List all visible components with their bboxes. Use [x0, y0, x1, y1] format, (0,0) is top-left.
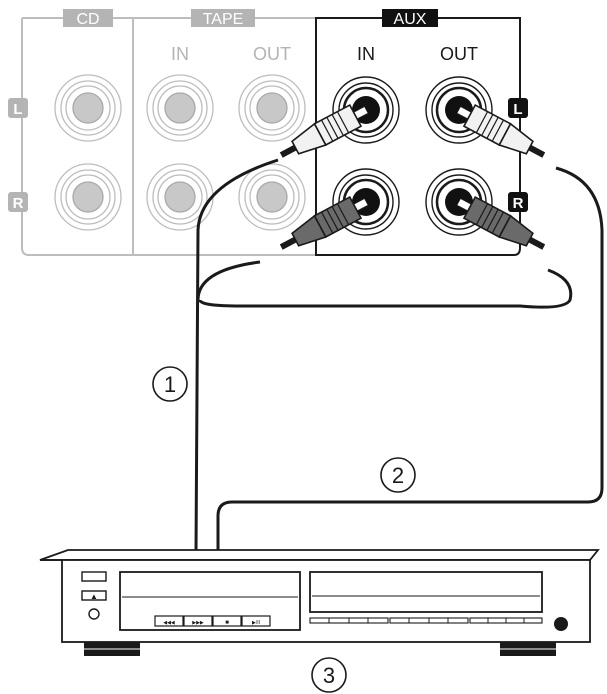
tape-deck: ▲ ◀◀◀ ▶▶▶ ■ ▶/II	[39, 549, 600, 656]
aux-left-badge-text: L	[513, 101, 522, 118]
aux-right-badge-text: R	[513, 195, 524, 212]
callout-1: 1	[152, 366, 188, 402]
stop-button	[212, 615, 242, 627]
aux-section-label: AUX	[382, 9, 438, 28]
cd-right-jack	[54, 163, 122, 231]
eject-icon: ▲	[90, 592, 98, 601]
tape-out-left-jack	[238, 74, 306, 142]
callout-3-text: 3	[323, 663, 335, 688]
cable-1	[194, 158, 279, 553]
cable-2	[198, 166, 604, 552]
cd-section-label: CD	[63, 9, 113, 28]
rewind-icon: ◀◀◀	[163, 620, 175, 626]
aux-right-badge: R	[508, 192, 528, 212]
function-buttons	[309, 617, 543, 624]
aux-out-label: OUT	[440, 44, 478, 64]
callout-2: 2	[380, 457, 416, 493]
rewind-button	[154, 615, 184, 627]
tape-out-right-jack	[238, 163, 306, 231]
fast-forward-button	[183, 615, 213, 627]
right-badge-text: R	[13, 195, 24, 212]
tape-label: TAPE	[203, 11, 244, 28]
tape-in-label: IN	[171, 44, 189, 64]
right-channel-badge: R	[8, 192, 28, 212]
volume-knob	[554, 617, 568, 631]
aux-label: AUX	[394, 11, 427, 28]
stop-icon: ■	[225, 620, 229, 626]
headphone-jack	[88, 608, 100, 620]
power-switch	[81, 571, 107, 582]
tape-out-label: OUT	[253, 44, 291, 64]
cd-left-jack	[54, 74, 122, 142]
left-badge-text: L	[13, 101, 22, 118]
tape-section-label: TAPE	[191, 9, 255, 28]
callout-3: 3	[311, 657, 347, 693]
aux-left-badge: L	[508, 98, 528, 118]
cd-label: CD	[76, 11, 99, 28]
play-pause-button	[241, 615, 271, 627]
eject-button	[81, 590, 107, 601]
callout-1-text: 1	[164, 372, 176, 397]
play-pause-icon: ▶/II	[252, 620, 260, 626]
fast-forward-icon: ▶▶▶	[192, 620, 204, 626]
left-channel-badge: L	[8, 98, 28, 118]
transport-buttons: ◀◀◀ ▶▶▶ ■ ▶/II	[154, 615, 271, 627]
aux-in-label: IN	[357, 44, 375, 64]
callout-2-text: 2	[392, 463, 404, 488]
display-window	[309, 571, 543, 613]
tape-in-right-jack	[146, 163, 214, 231]
tape-in-left-jack	[146, 74, 214, 142]
